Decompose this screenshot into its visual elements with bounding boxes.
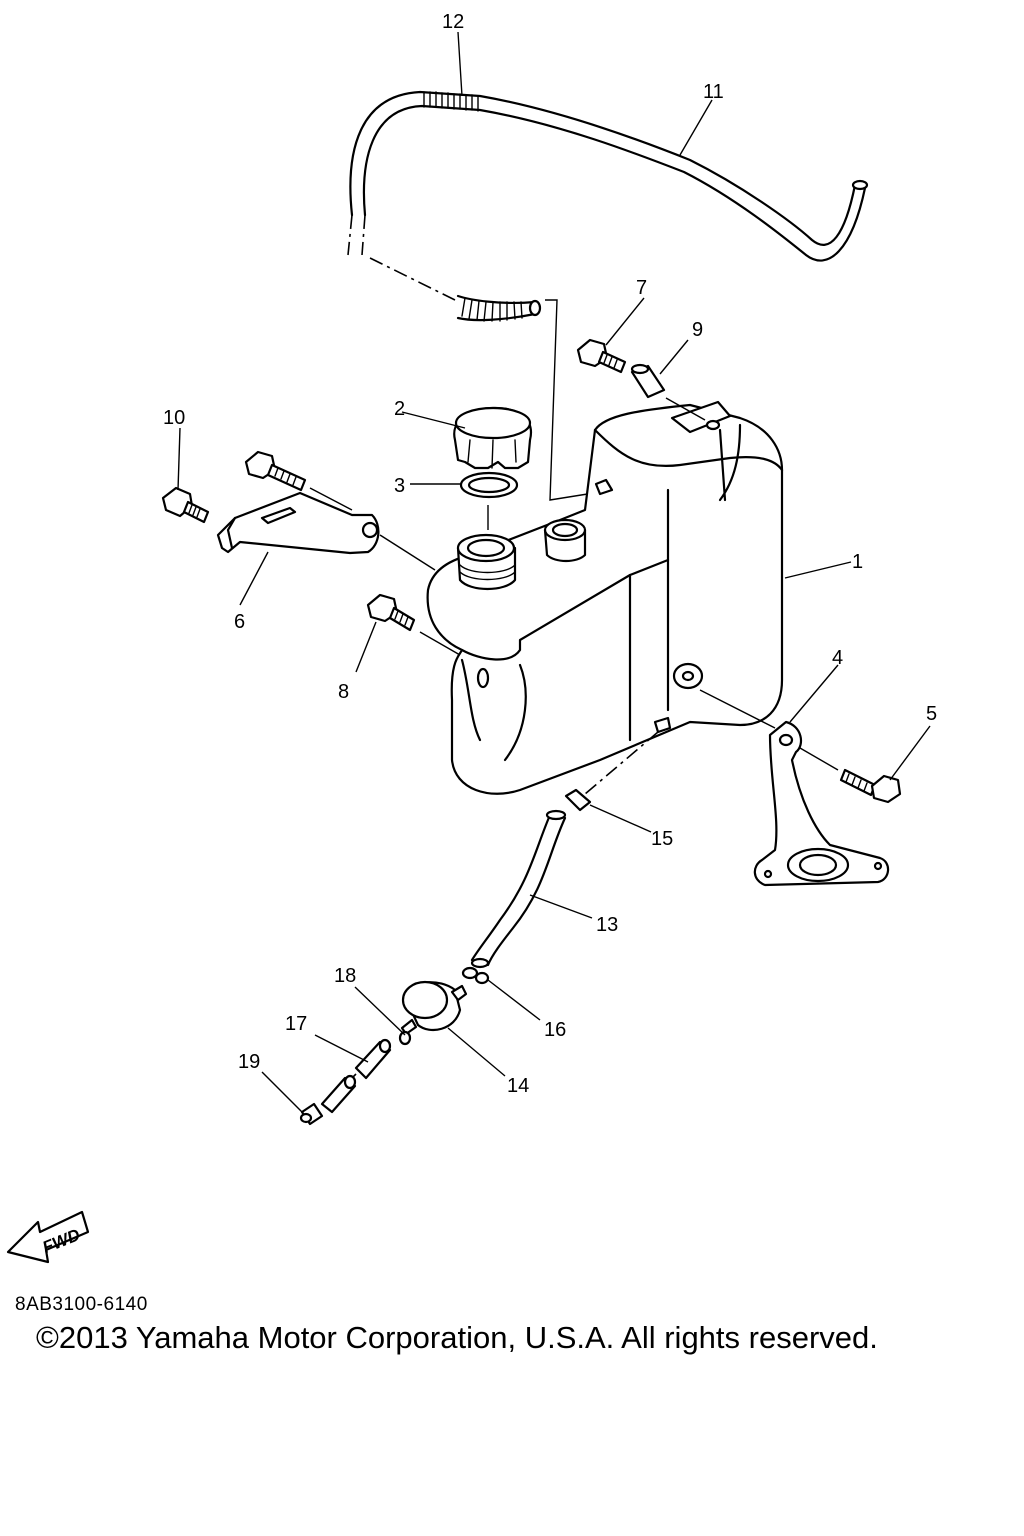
tank-cap bbox=[453, 406, 533, 470]
callout-15: 15 bbox=[651, 828, 673, 850]
fitting-15 bbox=[564, 788, 592, 812]
callout-11: 11 bbox=[703, 81, 724, 103]
bolt-5 bbox=[799, 747, 902, 804]
bracket-left bbox=[216, 491, 380, 555]
clamp-16 bbox=[461, 966, 490, 985]
callout-10: 10 bbox=[163, 407, 185, 429]
fwd-arrow-icon: FWD bbox=[6, 1210, 90, 1264]
callout-7: 7 bbox=[636, 277, 647, 299]
callout-labels: 1 2 3 4 5 6 7 8 9 10 11 12 13 14 15 16 1… bbox=[163, 11, 937, 1097]
callout-2: 2 bbox=[394, 398, 405, 420]
callout-9: 9 bbox=[692, 319, 703, 341]
bracket-right bbox=[753, 720, 890, 887]
copyright-notice: ©2013 Yamaha Motor Corporation, U.S.A. A… bbox=[36, 1320, 878, 1355]
clamp-18 bbox=[398, 1030, 412, 1046]
callout-6: 6 bbox=[234, 611, 245, 633]
drain-hose bbox=[470, 809, 567, 969]
breather-hose bbox=[347, 90, 869, 501]
collar-9 bbox=[630, 363, 706, 421]
callout-3: 3 bbox=[394, 475, 405, 497]
callout-1: 1 bbox=[852, 551, 863, 573]
o-ring bbox=[459, 471, 519, 499]
diagram-code: 8AB3100-6140 bbox=[15, 1294, 148, 1315]
callout-13: 13 bbox=[596, 914, 618, 936]
bolt-10 bbox=[161, 486, 210, 524]
callout-18: 18 bbox=[334, 965, 356, 987]
oil-tank bbox=[426, 400, 784, 795]
leader-lines bbox=[177, 31, 931, 1113]
bolt-8 bbox=[366, 593, 461, 656]
callout-8: 8 bbox=[338, 681, 349, 703]
callout-17: 17 bbox=[285, 1013, 307, 1035]
callout-12: 12 bbox=[442, 11, 464, 33]
callout-4: 4 bbox=[832, 647, 843, 669]
bolt-upper bbox=[244, 450, 353, 511]
callout-19: 19 bbox=[238, 1051, 260, 1073]
filter-14 bbox=[400, 980, 468, 1036]
bolt-7 bbox=[576, 338, 627, 374]
callout-5: 5 bbox=[926, 703, 937, 725]
clip-19 bbox=[299, 1102, 324, 1126]
callout-14: 14 bbox=[507, 1075, 529, 1097]
callout-16: 16 bbox=[544, 1019, 566, 1041]
hose-17 bbox=[320, 1038, 392, 1114]
